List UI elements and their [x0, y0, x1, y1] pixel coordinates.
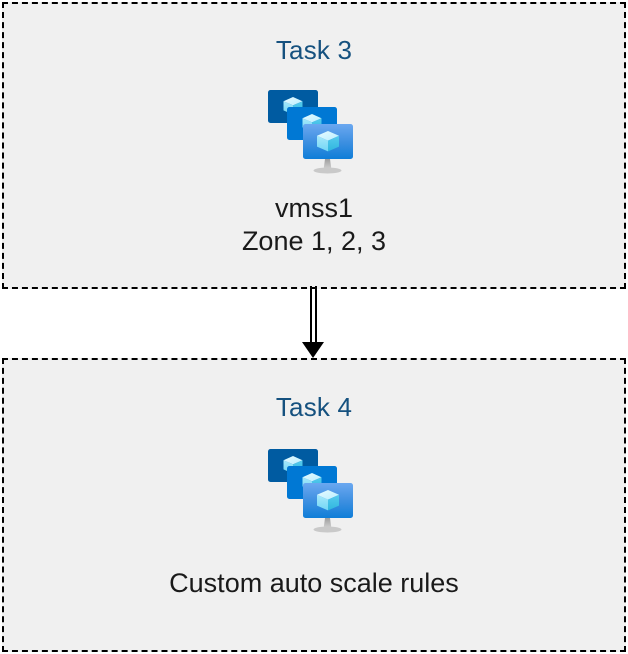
task4-caption: Custom auto scale rules	[169, 567, 459, 600]
task3-title: Task 3	[275, 35, 353, 65]
task3-caption: vmss1 Zone 1, 2, 3	[242, 192, 386, 258]
arrow-head	[302, 342, 324, 358]
task4-title: Task 4	[275, 392, 353, 422]
vmss-stand-base	[313, 526, 342, 533]
vmss-stand	[323, 518, 332, 529]
task4-caption-line-1: Custom auto scale rules	[169, 568, 459, 598]
azure-virtual-machine-scale-set-icon	[268, 90, 353, 174]
double-line-down-arrow	[302, 286, 324, 358]
vmss-stand-base	[313, 167, 342, 174]
task3-caption-line-1: vmss1	[274, 193, 353, 223]
azure-virtual-machine-scale-set-icon	[268, 449, 353, 533]
task-box-task4: Task 4	[2, 358, 626, 652]
arrow-shaft-right	[315, 286, 317, 344]
arrow-shaft-left	[310, 286, 312, 344]
vmss-stand	[323, 159, 332, 170]
task3-caption-line-2: Zone 1, 2, 3	[241, 225, 387, 256]
task-box-task3: Task 3	[2, 2, 626, 289]
